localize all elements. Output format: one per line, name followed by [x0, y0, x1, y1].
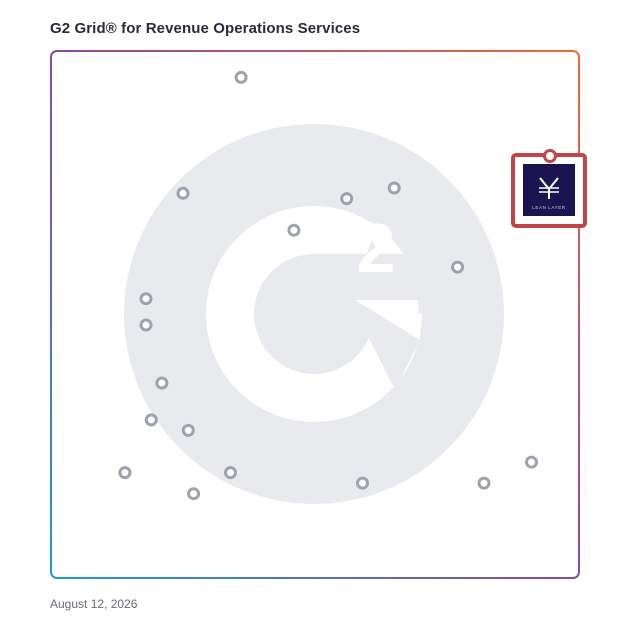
- chart-title: G2 Grid® for Revenue Operations Services: [50, 20, 361, 37]
- data-point-5[interactable]: [387, 181, 401, 195]
- data-point-13[interactable]: [187, 487, 201, 501]
- data-point-6[interactable]: [451, 260, 465, 274]
- data-point-2[interactable]: [176, 186, 190, 200]
- data-point-17[interactable]: [525, 455, 538, 469]
- data-point-10[interactable]: [144, 413, 158, 427]
- data-point-4[interactable]: [340, 192, 354, 206]
- data-point-12[interactable]: [118, 466, 132, 480]
- data-point-11[interactable]: [181, 423, 195, 437]
- vendor-logo-text: LEAN LAYER: [532, 205, 566, 210]
- highlighted-point[interactable]: [543, 149, 557, 163]
- data-point-1[interactable]: [234, 70, 248, 84]
- data-points: [118, 70, 538, 501]
- data-point-8[interactable]: [139, 318, 153, 332]
- report-date: August 12, 2026: [50, 597, 138, 611]
- data-point-14[interactable]: [224, 466, 237, 480]
- data-point-3[interactable]: [287, 223, 301, 237]
- data-point-15[interactable]: [356, 476, 369, 490]
- data-point-7[interactable]: [139, 292, 153, 306]
- g2-logo-icon: 2: [124, 124, 504, 504]
- data-point-16[interactable]: [477, 476, 491, 490]
- svg-text:2: 2: [357, 209, 396, 287]
- highlighted-vendor[interactable]: LEAN LAYER: [511, 149, 587, 228]
- yen-icon: [539, 177, 559, 199]
- data-point-9[interactable]: [155, 376, 169, 390]
